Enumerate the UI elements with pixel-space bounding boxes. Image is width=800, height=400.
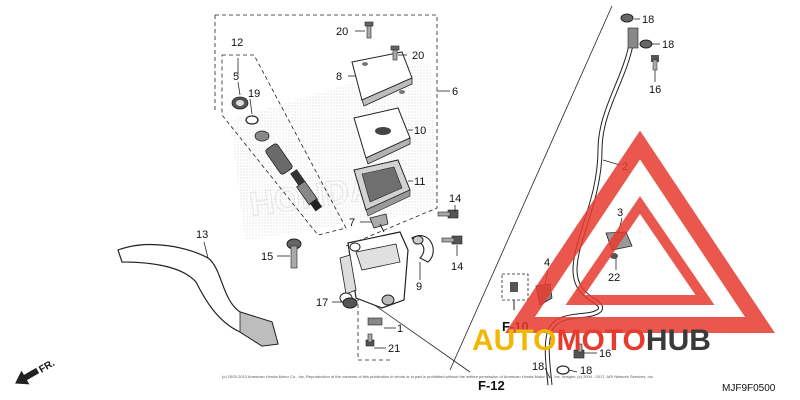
- front-direction-arrow: FR.: [15, 358, 57, 385]
- piston-group-outline: [221, 54, 347, 236]
- cover-group-outline: [214, 14, 438, 247]
- ref-f12[interactable]: F-12: [478, 378, 505, 393]
- label-20-side: 20: [412, 50, 424, 62]
- label-16-top: 16: [649, 84, 661, 96]
- label-15: 15: [261, 251, 273, 263]
- fr-label: FR.: [37, 358, 57, 376]
- clamp-holder: [411, 235, 434, 263]
- label-18-top: 18: [642, 14, 654, 26]
- copyright-text: (c) 2003-2013 American Honda Motor Co., …: [222, 374, 654, 379]
- label-20-top: 20: [336, 26, 348, 38]
- holder-bolt-lower: [441, 235, 463, 245]
- brake-switch: [369, 213, 389, 233]
- cap-screw-top: [364, 21, 374, 39]
- label-6: 6: [452, 86, 458, 98]
- label-1: 1: [397, 323, 403, 335]
- master-cylinder-body: [339, 231, 409, 309]
- hose-upper-fitting: [627, 27, 639, 49]
- label-22: 22: [608, 272, 620, 284]
- label-14-upper: 14: [449, 193, 461, 205]
- part-number-labels: 20 20 8 6 10 11 7 12 5 19 13 15 17 1 21 …: [196, 14, 674, 377]
- hose-bolt-top: [651, 55, 659, 71]
- brake-lever: [117, 243, 279, 347]
- cap-plate: [353, 107, 411, 165]
- honda-background-mark: HONDA: [230, 60, 440, 240]
- washer-top-1: [620, 13, 634, 23]
- watermark-auto: AUTOMOTOHUB: [472, 324, 711, 357]
- label-21: 21: [388, 343, 400, 355]
- ref-f10-block: [501, 273, 529, 310]
- piston-assembly: [231, 96, 323, 212]
- washer-top-2: [639, 39, 653, 49]
- washer-bottom: [556, 365, 570, 375]
- diaphragm: [353, 159, 411, 217]
- hose-bolt-lower: [573, 343, 585, 359]
- label-18-mid: 18: [662, 39, 674, 51]
- label-11: 11: [414, 176, 425, 188]
- pivot-nut: [342, 297, 358, 309]
- label-3: 3: [617, 207, 623, 219]
- label-18-bottom-left: 18: [532, 361, 544, 373]
- label-12: 12: [231, 37, 243, 49]
- label-19: 19: [248, 88, 260, 100]
- label-18-bottom-right: 18: [580, 365, 592, 377]
- label-13: 13: [196, 229, 208, 241]
- label-17: 17: [316, 297, 328, 309]
- label-10: 10: [414, 125, 426, 137]
- switch-screw: [367, 317, 383, 326]
- diagram-code: MJF9F0500: [722, 383, 776, 394]
- label-16-bottom: 16: [599, 348, 611, 360]
- label-7: 7: [349, 217, 355, 229]
- label-14-lower: 14: [451, 261, 463, 273]
- pivot-bolt: [286, 238, 302, 269]
- label-8: 8: [336, 71, 342, 83]
- label-9: 9: [416, 281, 422, 293]
- label-5: 5: [233, 71, 239, 83]
- label-4: 4: [544, 257, 550, 269]
- watermark-logo: AUTOMOTOHUB: [472, 130, 775, 357]
- oil-bolt: [365, 333, 375, 347]
- reservoir-cap: [351, 51, 413, 107]
- cap-screw-side: [390, 45, 400, 61]
- holder-bolt-upper: [437, 209, 459, 219]
